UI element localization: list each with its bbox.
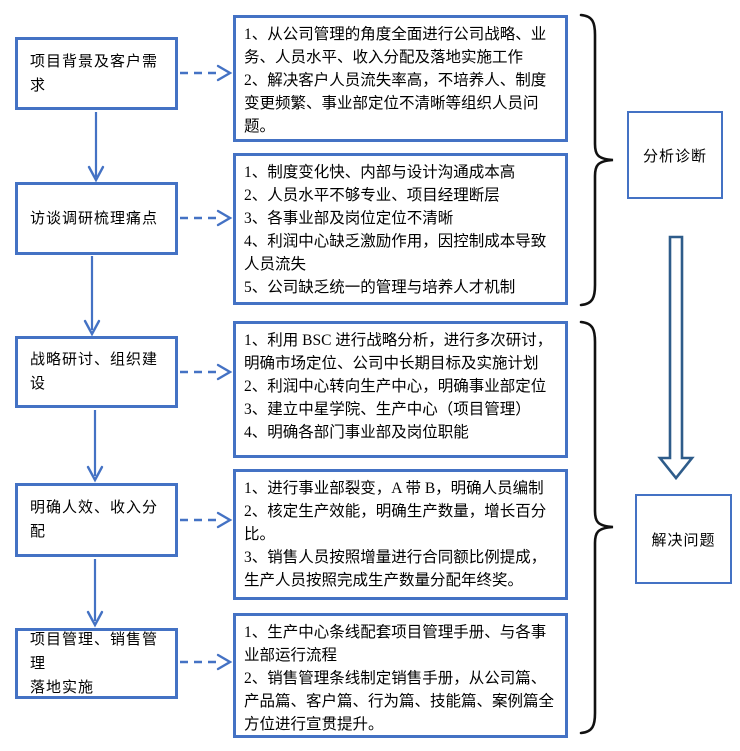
detail-box-implementation: 1、生产中心条线配套项目管理手册、与各事业部运行流程 2、销售管理条线制定销售手…	[233, 613, 568, 738]
flow-arrow-2	[83, 256, 101, 337]
dashed-arrow-1	[180, 64, 233, 82]
step-interview-research: 访谈调研梳理痛点	[15, 182, 178, 255]
step-label: 项目管理、销售管理 落地实施	[30, 631, 159, 696]
detail-item: 2、销售管理条线制定销售手册，从公司篇、产品篇、客户篇、行为篇、技能篇、案例篇全…	[244, 670, 555, 733]
detail-item: 2、利润中心转向生产中心，明确事业部定位	[244, 378, 547, 395]
solution-brace	[579, 320, 614, 735]
detail-item: 5、公司缺乏统一的管理与培养人才机制	[244, 279, 516, 296]
flow-arrow-3	[86, 410, 104, 483]
detail-box-painpoints: 1、制度变化快、内部与设计沟通成本高 2、人员水平不够专业、项目经理断层 3、各…	[233, 153, 568, 305]
detail-box-strategy: 1、利用 BSC 进行战略分析，进行多次研讨，明确市场定位、公司中长期目标及实施…	[233, 321, 568, 458]
detail-box-background: 1、从公司管理的角度全面进行公司战略、业务、人员水平、收入分配及落地实施工作 2…	[233, 15, 568, 142]
stage-label-solution: 解决问题	[635, 494, 732, 584]
flow-arrow-4	[86, 559, 104, 628]
step-label: 项目背景及客户需 求	[30, 53, 159, 94]
dashed-arrow-2	[180, 209, 233, 227]
detail-item: 3、建立中星学院、生产中心（项目管理）	[244, 401, 531, 418]
stage-label-text: 分析诊断	[642, 148, 707, 165]
detail-item: 2、人员水平不够专业、项目经理断层	[244, 187, 500, 204]
detail-item: 1、生产中心条线配套项目管理手册、与各事业部运行流程	[244, 624, 547, 664]
detail-item: 3、各事业部及岗位定位不清晰	[244, 210, 454, 227]
stage-label-text: 解决问题	[651, 532, 716, 549]
analysis-brace	[579, 13, 614, 307]
stage-label-analysis: 分析诊断	[627, 111, 723, 199]
detail-box-efficiency: 1、进行事业部裂变，A 带 B，明确人员编制 2、核定生产效能，明确生产数量，增…	[233, 469, 568, 600]
dashed-arrow-5	[180, 653, 233, 671]
detail-item: 3、销售人员按照增量进行合同额比例提成，生产人员按照完成生产数量分配年终奖。	[244, 549, 547, 589]
detail-item: 1、制度变化快、内部与设计沟通成本高	[244, 164, 516, 181]
detail-item: 4、利润中心缺乏激励作用，因控制成本导致人员流失	[244, 233, 547, 273]
step-label: 战略研讨、组织建设	[30, 352, 159, 392]
detail-item: 1、利用 BSC 进行战略分析，进行多次研讨，明确市场定位、公司中长期目标及实施…	[244, 332, 553, 372]
detail-item: 4、明确各部门事业部及岗位职能	[244, 424, 469, 441]
step-project-background: 项目背景及客户需 求	[15, 37, 178, 110]
dashed-arrow-3	[180, 363, 233, 381]
flow-arrow-1	[87, 112, 105, 183]
step-strategy-organization: 战略研讨、组织建设	[15, 336, 178, 408]
step-implementation: 项目管理、销售管理 落地实施	[15, 628, 178, 699]
detail-item: 2、解决客户人员流失率高，不培养人、制度变更频繁、事业部定位不清晰等组织人员问题…	[244, 72, 547, 135]
detail-item: 1、从公司管理的角度全面进行公司战略、业务、人员水平、收入分配及落地实施工作	[244, 26, 547, 66]
detail-item: 1、进行事业部裂变，A 带 B，明确人员编制	[244, 480, 544, 497]
detail-item: 2、核定生产效能，明确生产数量，增长百分比。	[244, 503, 547, 543]
step-label: 访谈调研梳理痛点	[30, 210, 159, 227]
stage-transition-arrow	[657, 235, 695, 481]
step-label: 明确人效、收入分配	[30, 500, 159, 540]
dashed-arrow-4	[180, 511, 233, 529]
step-efficiency-income: 明确人效、收入分配	[15, 483, 178, 557]
